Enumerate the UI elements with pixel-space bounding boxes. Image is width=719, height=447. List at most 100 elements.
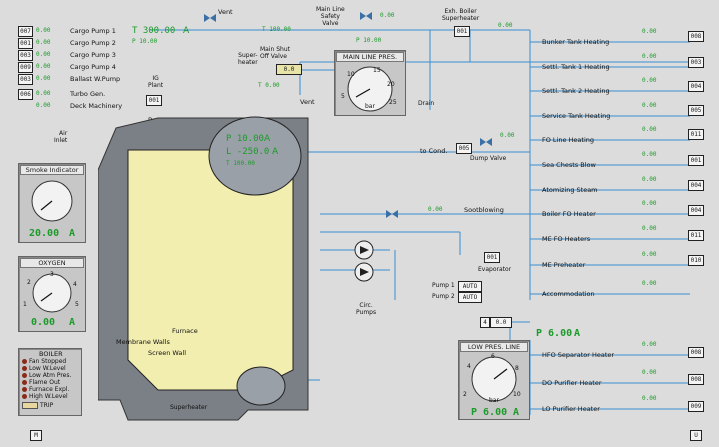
sootblowing-value: 0.00	[428, 206, 443, 213]
consumer-code[interactable]: 009	[688, 401, 704, 412]
consumer-label: Boiler FO Heater	[542, 210, 596, 218]
evaporator-code[interactable]: 001	[484, 252, 500, 263]
consumer-value: 0.00	[642, 28, 657, 35]
low-pressure-gauge-icon	[471, 356, 517, 402]
consumer-value: 0.00	[642, 395, 657, 402]
pump-row[interactable]: 003 0.00 Cargo Pump 3	[18, 50, 138, 61]
ig-plant-code[interactable]: 001	[146, 95, 162, 106]
consumer-code[interactable]: 003	[688, 57, 704, 68]
consumer-row[interactable]: Atomizing Steam 0.00	[542, 176, 692, 194]
to-cond-code[interactable]: 005	[456, 143, 472, 154]
to-cond-label: to Cond.	[420, 147, 448, 155]
feed-valve-code[interactable]: 4	[480, 317, 490, 328]
mud-drum	[236, 366, 286, 406]
safety-valve-value: 0.00	[380, 12, 395, 19]
dump-valve[interactable]	[480, 138, 492, 146]
consumer-code[interactable]: 004	[688, 205, 704, 216]
consumer-code[interactable]: 008	[688, 374, 704, 385]
consumer-label: Bunker Tank Heating	[542, 38, 610, 46]
oxygen-tick: 1	[23, 301, 27, 308]
gauge-tick: 5	[341, 93, 345, 100]
drum-pressure: P 10.00	[226, 134, 264, 144]
drum-temperature: T 100.00	[226, 160, 255, 167]
consumer-code[interactable]: 005	[688, 105, 704, 116]
consumer-row[interactable]: Service Tank Heating 0.00	[542, 102, 692, 120]
exh-boiler-value: 0.00	[498, 22, 513, 29]
oxygen-title: OXYGEN	[20, 258, 84, 268]
boiler-alarm-title: BOILER	[39, 350, 63, 358]
pump-value: 0.00	[36, 51, 51, 58]
consumer-row[interactable]: FO Line Heating 0.00	[542, 126, 692, 144]
main-shut-off-value[interactable]: 0.0	[276, 64, 302, 75]
safety-valve[interactable]	[360, 12, 372, 20]
consumer-row[interactable]: Boiler FO Heater 0.00	[542, 200, 692, 218]
consumer-label: ME FO Heaters	[542, 235, 591, 243]
pump2-mode[interactable]: AUTO	[458, 292, 482, 303]
consumer-code[interactable]: 008	[688, 31, 704, 42]
evaporator-label: Evaporator	[478, 266, 512, 273]
consumer-value: 0.00	[642, 77, 657, 84]
smoke-indicator-panel: Smoke Indicator 20.00 A	[18, 163, 86, 243]
corner-button-m[interactable]: M	[30, 430, 42, 441]
oxygen-value: 0.00	[31, 317, 56, 328]
exh-boiler-code[interactable]: 001	[454, 26, 470, 37]
alarm-item: Low Atm Pres.	[22, 372, 71, 379]
consumer-row[interactable]: Accommodation 0.00	[542, 280, 692, 298]
vent-valve[interactable]	[204, 14, 216, 22]
vent-label: Vent	[218, 8, 233, 16]
consumer-code[interactable]: 004	[688, 81, 704, 92]
alarm-item: Flame Out	[22, 379, 60, 386]
consumer-row[interactable]: Settl. Tank 1 Heating 0.00	[542, 53, 692, 71]
ig-plant-label: IG Plant	[148, 75, 164, 89]
main-temperature-unit: A	[183, 26, 190, 36]
dump-valve-value: 0.00	[500, 132, 515, 139]
circ-pump-2[interactable]	[354, 262, 374, 282]
consumer-row[interactable]: Sea Chests Blow 0.00	[542, 151, 692, 169]
consumer-code[interactable]: 008	[688, 347, 704, 358]
pump-row[interactable]: 003 0.00 Ballast W.Pump	[18, 74, 138, 85]
gauge-tick: 15	[373, 67, 381, 74]
consumer-code[interactable]: 011	[688, 129, 704, 140]
oxygen-unit: A	[69, 317, 76, 328]
pump-label: Cargo Pump 2	[70, 39, 116, 47]
feed-valve-value[interactable]: 0.0	[490, 317, 512, 328]
consumer-row[interactable]: ME FO Heaters 0.00	[542, 225, 692, 243]
pump-value: 0.00	[36, 63, 51, 70]
pump-row[interactable]: 007 0.00 Cargo Pump 1	[18, 26, 138, 37]
pump-row[interactable]: 0.00 Deck Machinery	[18, 101, 138, 111]
consumer-code[interactable]: 004	[688, 180, 704, 191]
circ-pump-1[interactable]	[354, 240, 374, 260]
drum-pressure-unit: A	[264, 134, 271, 144]
oxygen-gauge-icon	[32, 273, 72, 313]
consumer-row[interactable]: Settl. Tank 2 Heating 0.00	[542, 77, 692, 95]
consumer-row[interactable]: LO Purifier Heater 0.00	[542, 395, 692, 413]
alarm-item: Furnace Expl.	[22, 386, 69, 393]
sootblowing-valve[interactable]	[386, 210, 398, 218]
pump1-label: Pump 1	[432, 282, 455, 289]
consumer-row[interactable]: ME Preheater 0.00	[542, 251, 692, 269]
pump-value: 0.00	[36, 39, 51, 46]
main-shut-temp: T 0.00	[258, 82, 280, 89]
pump-row[interactable]: 001 0.00 Cargo Pump 2	[18, 38, 138, 49]
pump1-mode[interactable]: AUTO	[458, 281, 482, 292]
pump-label: Deck Machinery	[70, 102, 123, 110]
pump-row[interactable]: 006 0.00 Turbo Gen.	[18, 89, 138, 100]
pump-row[interactable]: 009 0.00 Cargo Pump 4	[18, 62, 138, 73]
consumer-code[interactable]: 010	[688, 255, 704, 266]
low-pressure-panel: LOW PRES. LINE 2 4 6 8 10 bar P 6.00 A	[458, 340, 530, 420]
consumer-value: 0.00	[642, 251, 657, 258]
corner-button-u[interactable]: U	[690, 430, 702, 441]
pump-value: 0.00	[36, 90, 51, 97]
drain-label: Drain	[418, 100, 435, 107]
low-pressure-value: P 6.00	[471, 407, 508, 418]
trip-indicator[interactable]: TRIP	[22, 402, 53, 409]
consumer-row[interactable]: Bunker Tank Heating 0.00	[542, 28, 692, 46]
alarm-led-icon	[22, 394, 27, 399]
consumer-code[interactable]: 001	[688, 155, 704, 166]
consumer-row[interactable]: HFO Separator Heater 0.00	[542, 341, 692, 359]
consumer-label: Accommodation	[542, 290, 595, 298]
low-gauge-unit: bar	[489, 397, 499, 404]
consumer-code[interactable]: 011	[688, 230, 704, 241]
p-line-value: P 10.00	[356, 37, 382, 44]
consumer-row[interactable]: DO Purifier Heater 0.00	[542, 369, 692, 387]
